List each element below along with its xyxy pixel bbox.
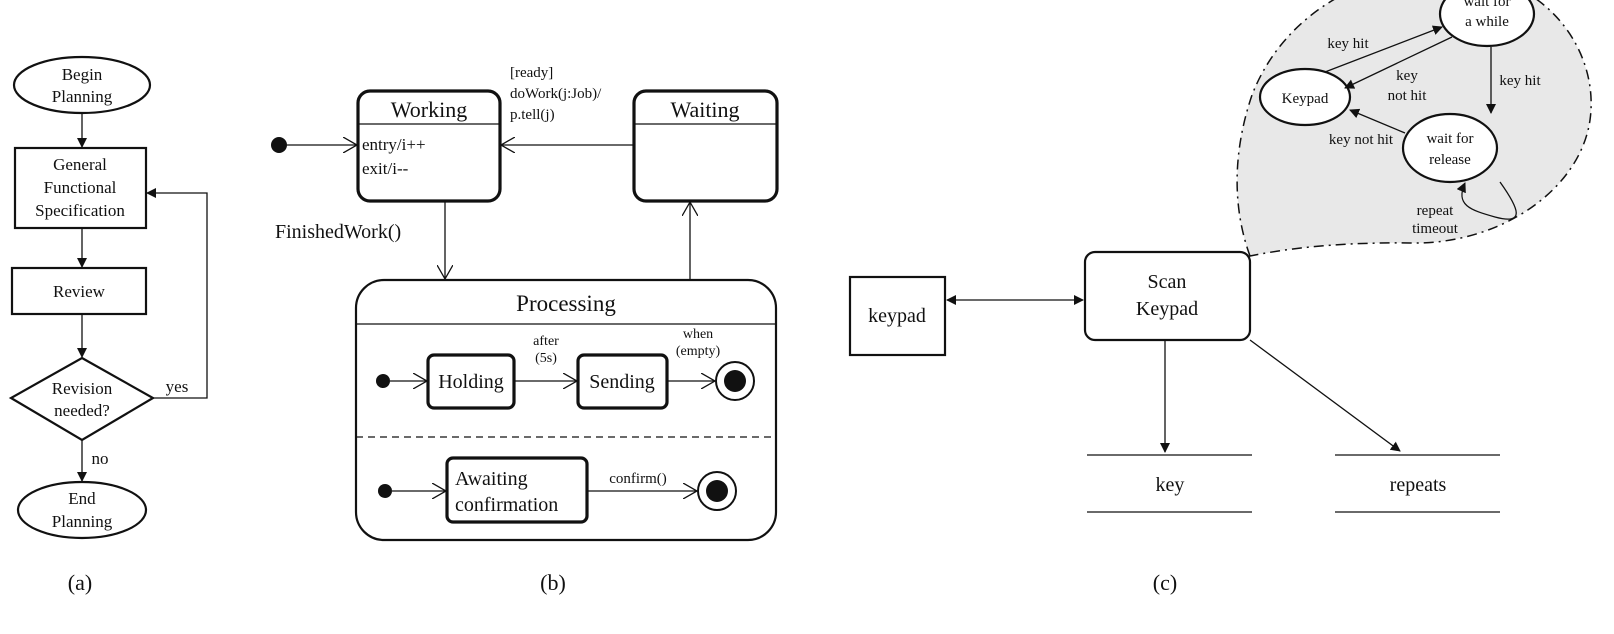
caption-a: (a) [68, 570, 92, 595]
review-label: Review [53, 282, 106, 301]
scan-keypad-process [1083, 250, 1252, 342]
scan-label-2: Keypad [1136, 298, 1198, 320]
wait-release-state [1401, 112, 1499, 184]
no-label: no [92, 449, 109, 468]
keypad-terminator [848, 275, 947, 357]
caption-b: (b) [540, 570, 566, 595]
key-data-store: key [1087, 454, 1252, 513]
yes-loop-arrow [146, 188, 208, 399]
spec-node [13, 146, 148, 230]
end-planning-node [16, 480, 148, 540]
review-node [10, 266, 148, 316]
timeout-label: timeout [1412, 221, 1459, 237]
spec-label: General [53, 155, 107, 174]
waiting-state [632, 89, 779, 203]
entry-action: entry/i++ [362, 135, 426, 154]
repeat-label: repeat [1417, 203, 1454, 219]
holding-label: Holding [438, 371, 504, 393]
end-label: End [68, 489, 96, 508]
key-not-hit-label-3: key not hit [1329, 132, 1394, 148]
transition-guard: [ready] [510, 65, 553, 81]
keypad-label: keypad [868, 305, 926, 327]
initial-state [271, 137, 287, 153]
awaiting-label-2: confirmation [455, 494, 558, 516]
repeats-data-store: repeats [1335, 454, 1500, 513]
after-label-2: (5s) [535, 351, 557, 366]
exit-action: exit/i-- [362, 159, 409, 178]
finished-work-label: FinishedWork() [275, 221, 401, 243]
transition-event: doWork(j:Job)/ [510, 86, 602, 102]
wait-while-label: wait for [1463, 0, 1510, 10]
spec-label-3: Specification [35, 201, 125, 220]
key-hit-label: key hit [1327, 36, 1369, 52]
decision-label: Revision [52, 379, 113, 398]
wait-release-label: wait for [1426, 131, 1473, 147]
panel-a-flowchart: Begin Planning General Functional Specif… [8, 55, 208, 595]
after-label: after [533, 334, 559, 349]
spec-label-2: Functional [44, 178, 117, 197]
sending-label: Sending [589, 371, 655, 393]
key-label: key [1156, 474, 1185, 496]
keypad-state [1258, 67, 1352, 127]
yes-label: yes [166, 377, 189, 396]
waiting-title: Waiting [670, 97, 739, 122]
working-title: Working [391, 97, 467, 122]
begin-label: Begin [62, 65, 103, 84]
awaiting-label: Awaiting [455, 468, 528, 490]
panel-c-dataflow: keypad Scan Keypad key repeats wait for … [848, 0, 1592, 595]
repeats-label: repeats [1390, 474, 1447, 496]
wait-while-label-2: a while [1465, 14, 1509, 30]
transition-action: p.tell(j) [510, 107, 555, 123]
wait-while-state [1438, 0, 1536, 48]
key-hit-label-2: key hit [1499, 73, 1541, 89]
key-not-hit-label: key [1396, 68, 1418, 84]
begin-label-2: Planning [52, 87, 113, 106]
key-not-hit-label-2: not hit [1388, 88, 1428, 104]
processing-title: Processing [516, 291, 616, 316]
caption-c: (c) [1153, 570, 1177, 595]
awaiting-state [445, 456, 589, 524]
when-label-2: (empty) [676, 344, 721, 359]
end-label-2: Planning [52, 512, 113, 531]
keypad-state-label: Keypad [1282, 91, 1329, 107]
when-label: when [683, 327, 713, 342]
keypad-state-machine: wait for a while Keypad wait for release… [1258, 0, 1541, 237]
decision-node [8, 356, 156, 442]
wait-release-label-2: release [1429, 152, 1471, 168]
decision-label-2: needed? [54, 401, 110, 420]
panel-b-statechart: Working entry/i++ exit/i-- Waiting [read… [271, 65, 779, 595]
scan-label: Scan [1148, 271, 1187, 293]
confirm-label: confirm() [609, 471, 666, 487]
